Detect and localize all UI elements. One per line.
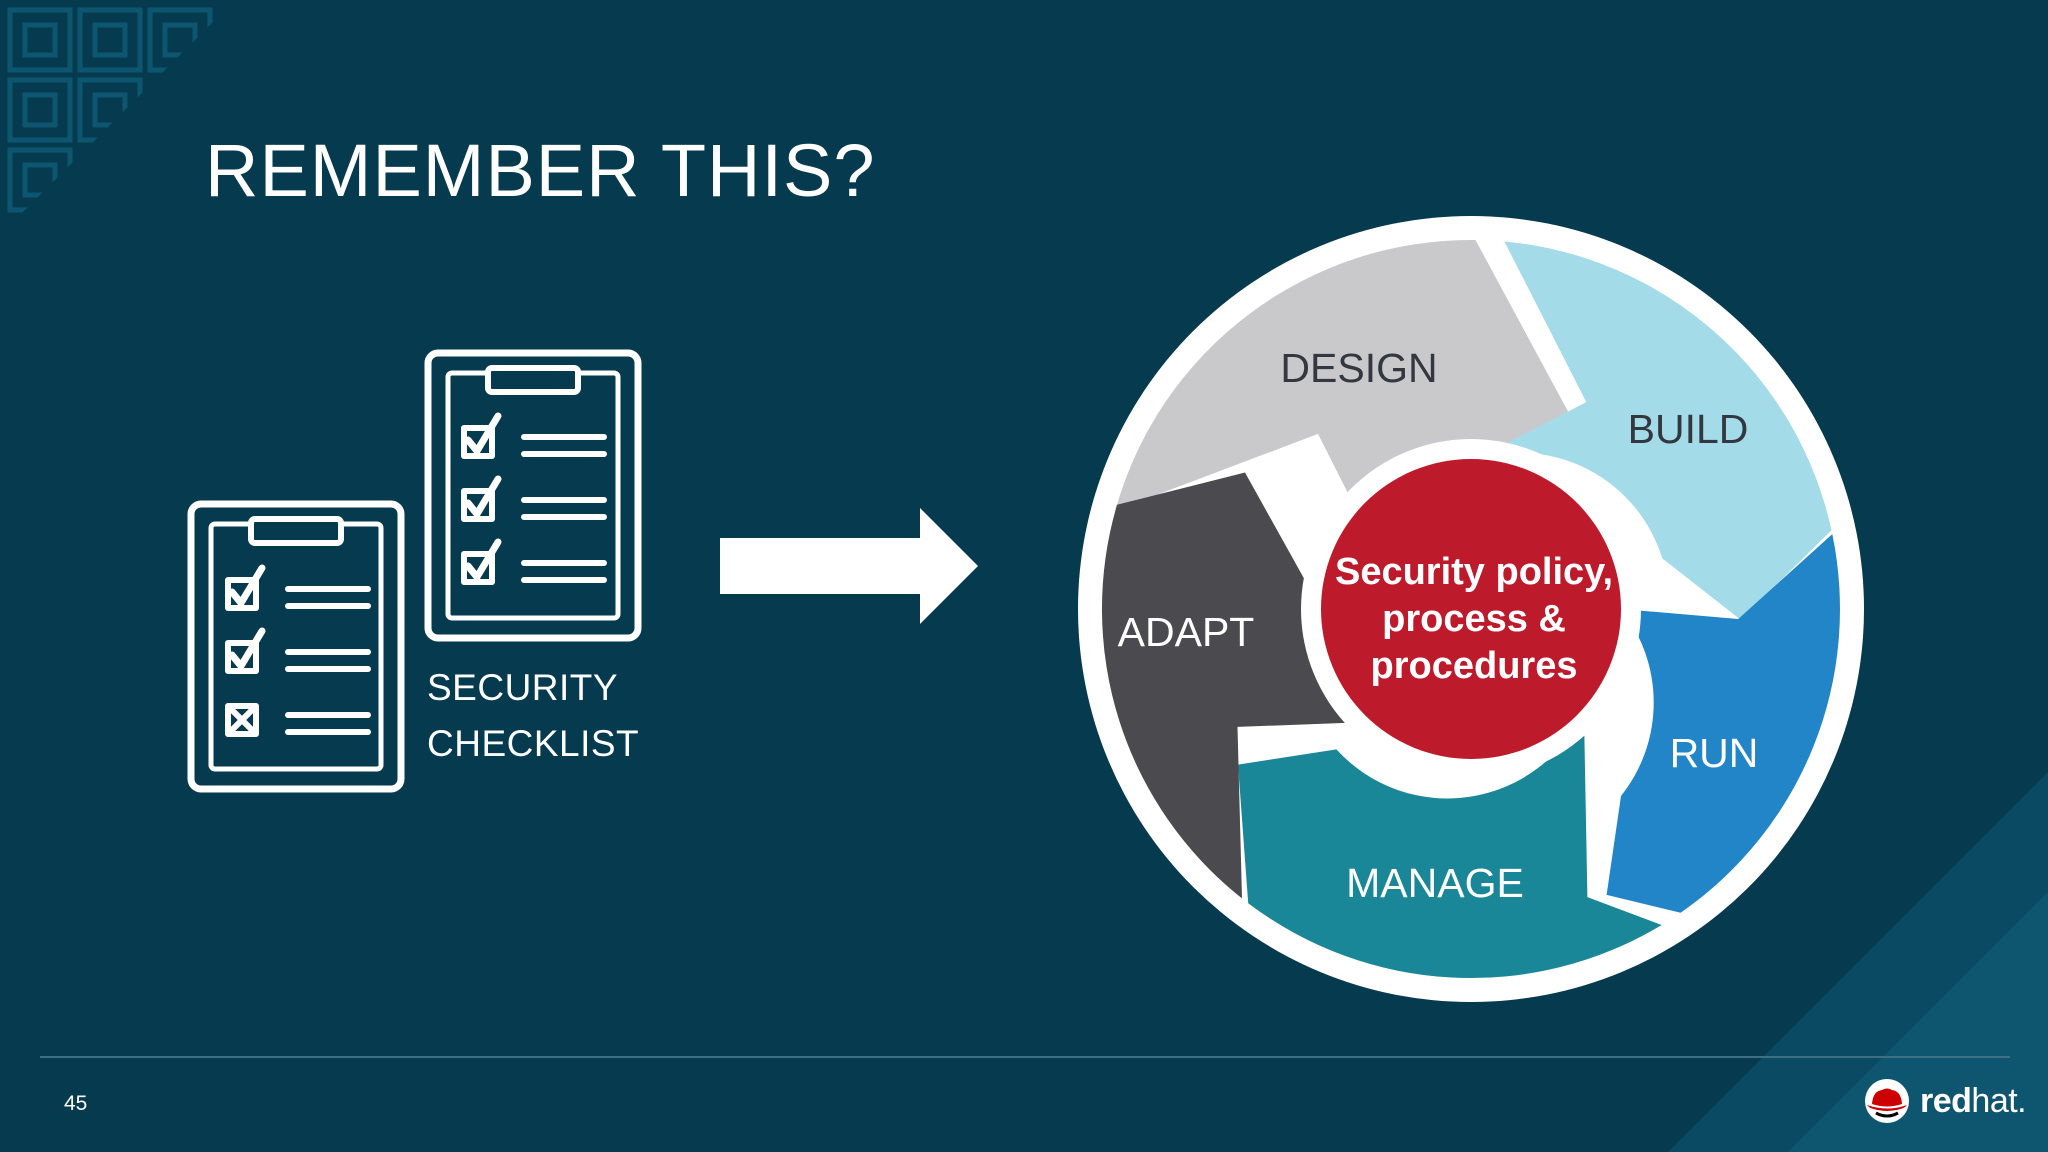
redhat-wordmark: redhat.	[1920, 1081, 2027, 1121]
security-checklist-label: SECURITY CHECKLIST	[427, 660, 639, 772]
page-number: 45	[64, 1092, 88, 1115]
center-text-line2: process &	[1382, 598, 1566, 640]
clipboard-back-icon	[424, 349, 642, 642]
stage-label-design: DESIGN	[1280, 345, 1437, 391]
stage-label-adapt: ADAPT	[1118, 609, 1255, 655]
clipboard-checklist-icon	[187, 349, 642, 793]
footer-divider	[40, 1056, 2010, 1058]
clipboard-front-icon	[187, 500, 405, 793]
redhat-shadowman-icon	[1865, 1079, 1909, 1123]
stage-label-manage: MANAGE	[1346, 860, 1524, 906]
redhat-wordmark-regular: hat.	[1971, 1081, 2027, 1120]
redhat-logo: redhat.	[1862, 1077, 2027, 1125]
segment-manage	[1238, 710, 1662, 979]
segment-adapt	[1101, 472, 1373, 899]
slide-title: REMEMBER THIS?	[205, 129, 876, 212]
segment-run	[1606, 534, 1840, 913]
security-lifecycle-diagram: Security policy, process & procedures DE…	[1078, 216, 1864, 1002]
checklist-label-line2: CHECKLIST	[427, 723, 640, 764]
center-text-line3: procedures	[1371, 645, 1578, 687]
stage-label-run: RUN	[1670, 730, 1759, 776]
checklist-label-line1: SECURITY	[427, 667, 619, 708]
redhat-wordmark-bold: red	[1920, 1081, 1972, 1120]
center-text-line1: Security policy,	[1335, 551, 1613, 593]
right-arrow-icon	[720, 508, 978, 624]
center-circle	[1321, 459, 1621, 759]
corner-pattern-decoration	[7, 7, 213, 213]
stage-label-build: BUILD	[1628, 406, 1749, 452]
segment-build	[1475, 241, 1832, 620]
